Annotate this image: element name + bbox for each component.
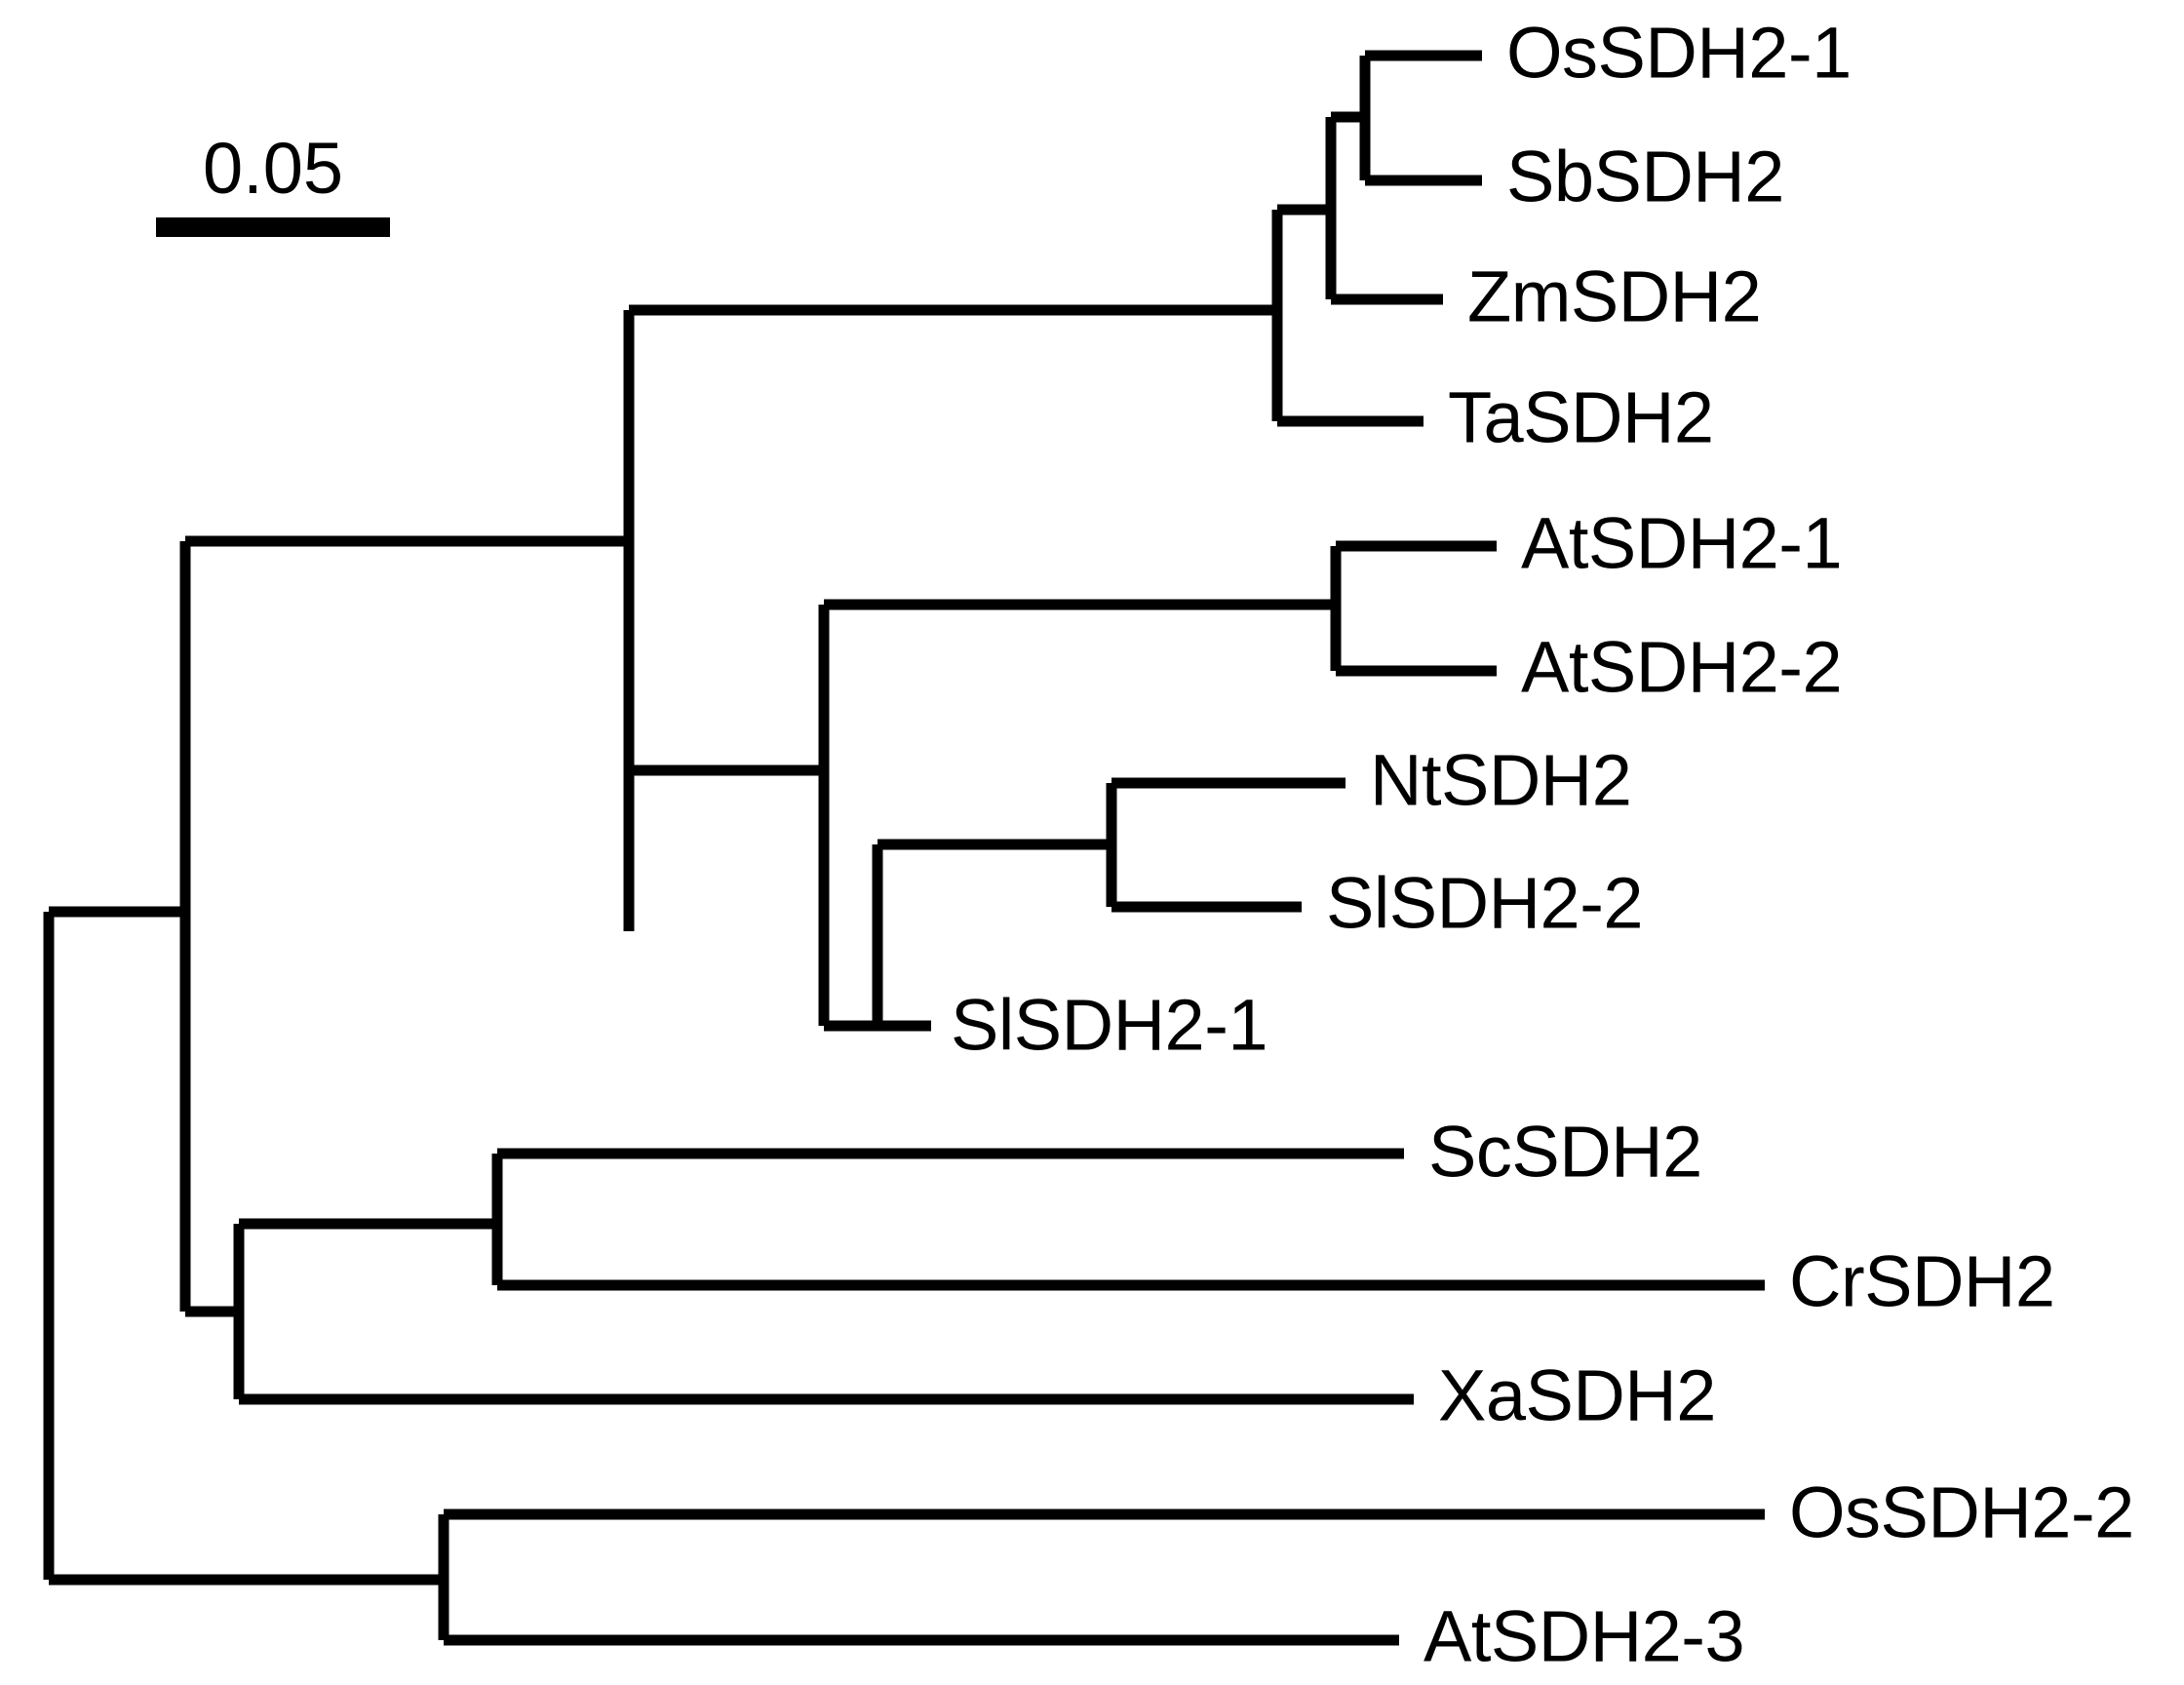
taxon-label-sbsdh2: SbSDH2 <box>1506 137 1784 217</box>
scale-bar-group: 0.05 <box>156 128 390 237</box>
taxon-label-slsdh2-2: SlSDH2-2 <box>1326 863 1643 944</box>
taxon-label-tasdh2: TaSDH2 <box>1448 377 1714 458</box>
tree-branches <box>43 50 1765 1646</box>
taxon-label-crsdh2: CrSDH2 <box>1789 1241 2054 1322</box>
scale-bar-rule <box>156 217 390 237</box>
taxon-label-ntsdh2: NtSDH2 <box>1370 740 1631 821</box>
taxon-label-slsdh2-1: SlSDH2-1 <box>951 985 1268 1066</box>
taxon-label-ossdh2-2: OsSDH2-2 <box>1789 1472 2134 1553</box>
taxon-label-atsdh2-2: AtSDH2-2 <box>1521 627 1842 708</box>
taxon-label-atsdh2-3: AtSDH2-3 <box>1424 1596 1744 1677</box>
taxon-label-atsdh2-1: AtSDH2-1 <box>1521 503 1842 584</box>
taxon-label-zmsdh2: ZmSDH2 <box>1467 256 1761 337</box>
taxon-label-scsdh2: ScSDH2 <box>1428 1112 1702 1193</box>
taxon-label-xasdh2: XaSDH2 <box>1438 1355 1716 1436</box>
taxon-labels: OsSDH2-1 SbSDH2 ZmSDH2 TaSDH2 AtSDH2-1 A… <box>951 13 2134 1677</box>
taxon-label-ossdh2-1: OsSDH2-1 <box>1506 13 1852 94</box>
scale-bar-label: 0.05 <box>203 128 343 209</box>
